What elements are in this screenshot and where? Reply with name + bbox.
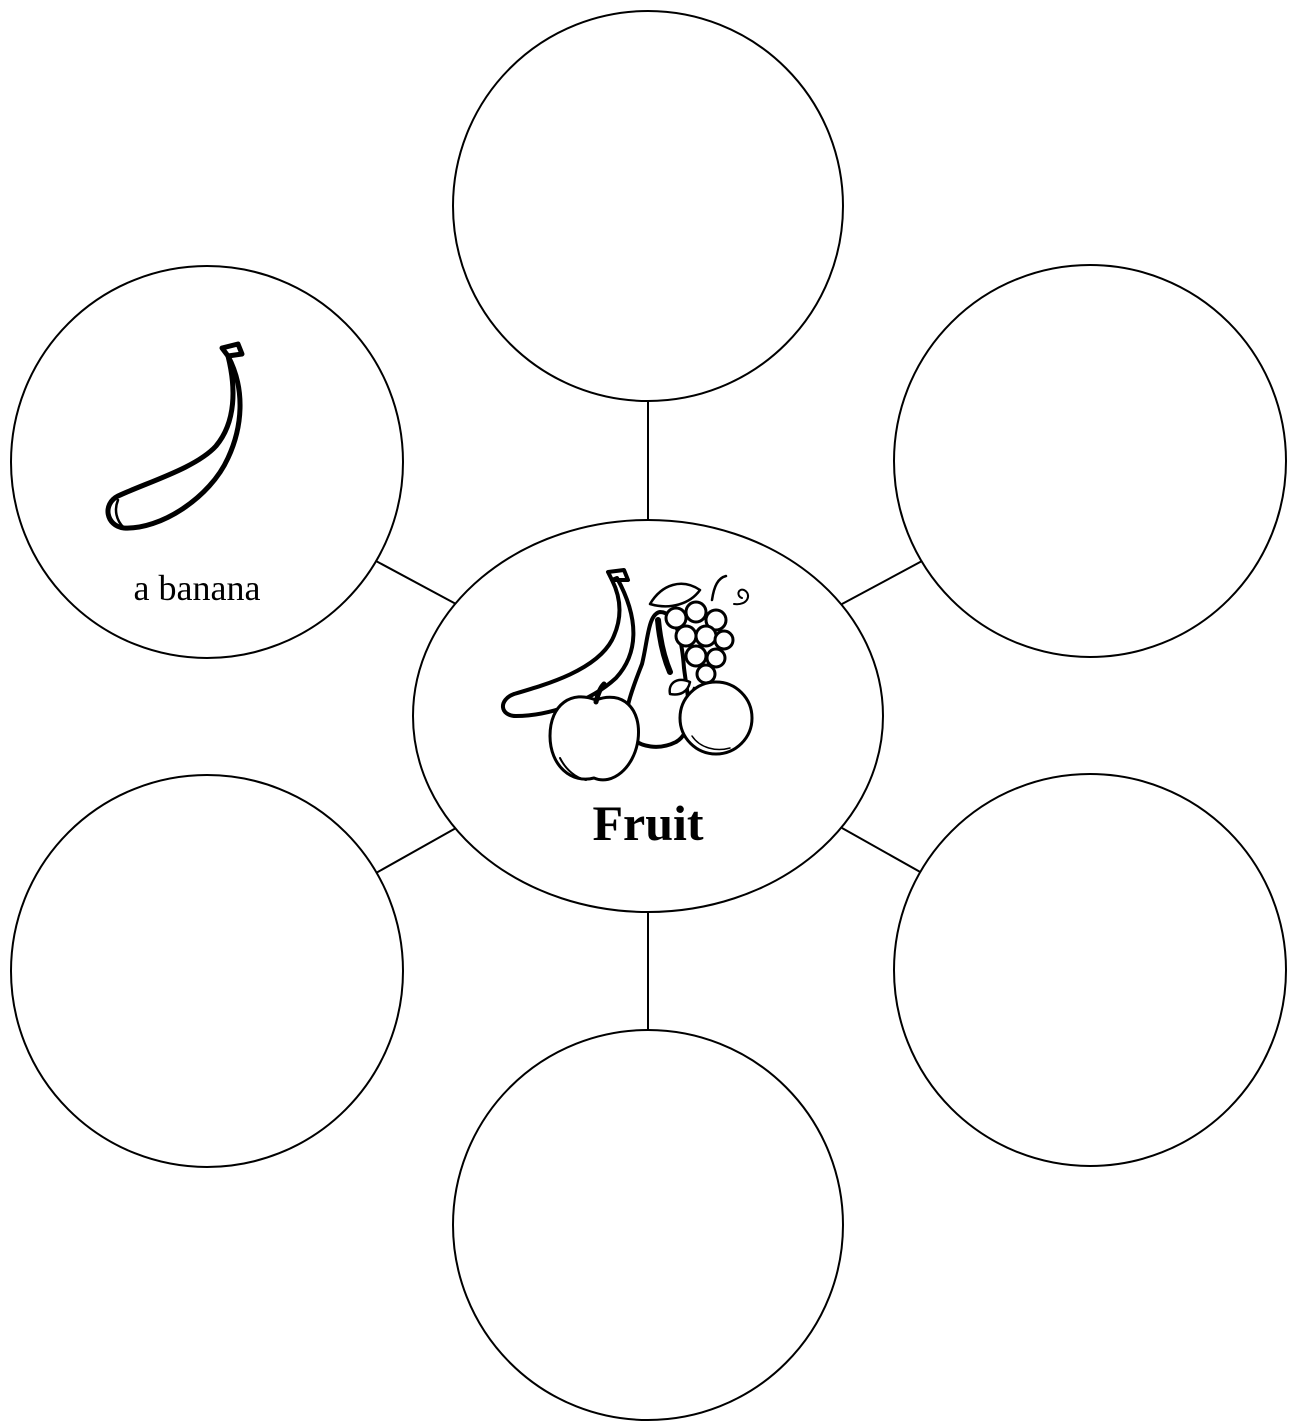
node-circle-top[interactable] [452,10,844,402]
node-label-upper-left: a banana [134,568,261,608]
node-circle-lower-right[interactable] [893,773,1287,1167]
connector-upper-left [375,560,457,605]
connectors [375,400,923,1030]
apple-icon [548,681,640,782]
orange-icon [668,678,754,756]
connector-upper-right [841,560,923,605]
banana-icon [105,341,245,531]
center-title: Fruit [592,795,703,851]
connector-lower-left [375,827,457,874]
grapes-icon [664,574,750,685]
node-circle-upper-left[interactable] [10,265,404,659]
node-circle-bottom[interactable] [452,1029,844,1421]
fruit-basket-icon [501,568,754,782]
node-circle-lower-left[interactable] [10,774,404,1168]
connector-lower-right [841,827,923,874]
node-circle-upper-right[interactable] [893,264,1287,658]
